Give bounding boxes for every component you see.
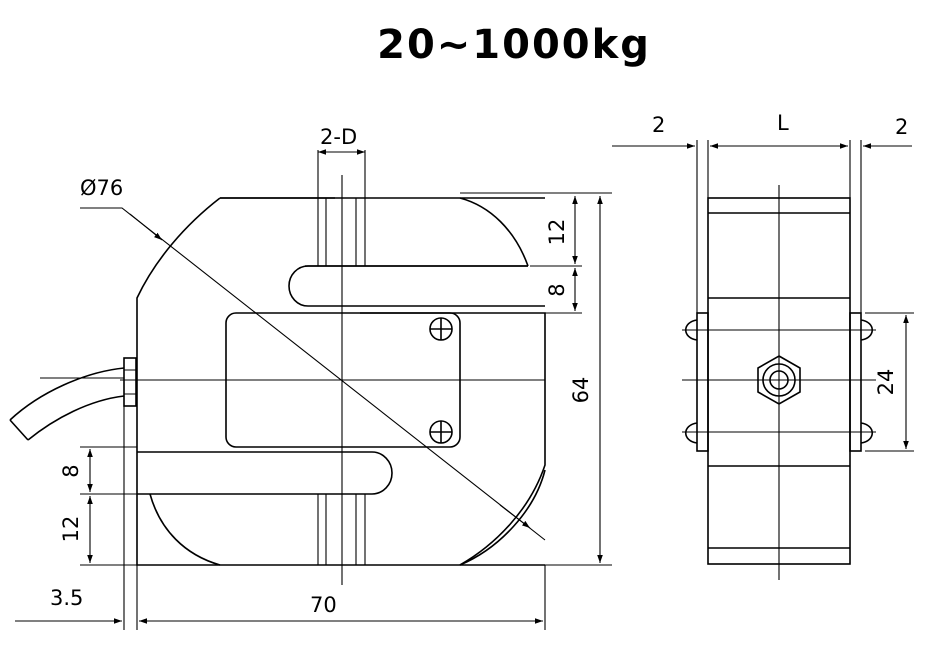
left-plate: [696, 312, 709, 452]
hex-nut-icon: [757, 355, 801, 405]
right-plate: [849, 312, 862, 452]
side-view: L 2 2 24: [612, 111, 914, 580]
diameter-leader: [80, 207, 546, 541]
dim-70: 70: [310, 593, 337, 617]
lower-slot: [137, 451, 393, 495]
sensor-body-outline: [136, 197, 546, 566]
front-view: Ø76 2-D 12 8 64 8 12 3.5: [9, 125, 612, 630]
dim-3-5: 3.5: [50, 586, 83, 610]
bottom-curve-right: [459, 469, 546, 566]
diameter-label: Ø76: [80, 176, 123, 200]
dim-8-top: 8: [545, 283, 569, 296]
dim-2-right: 2: [895, 115, 908, 139]
dim-64: 64: [569, 377, 593, 404]
holes-label: 2-D: [320, 125, 357, 149]
dim-2-left: 2: [652, 113, 665, 137]
upper-hole-lines: [317, 150, 366, 266]
dim-ext-lines-right: [460, 192, 612, 566]
dim-24: 24: [874, 369, 898, 396]
drawing-title: 20~1000kg: [377, 22, 651, 68]
dim-ext-lines-bottom: [123, 406, 546, 630]
cable: [9, 357, 137, 441]
screw-icon: [429, 420, 453, 444]
screw-icon: [429, 317, 453, 341]
dim-12-bottom: 12: [59, 516, 83, 543]
lower-hole-lines: [317, 494, 366, 565]
bottom-curve-left: [149, 493, 221, 566]
dim-ext-lines-left: [80, 446, 137, 566]
dim-8-bottom: 8: [59, 464, 83, 477]
dim-L: L: [777, 111, 789, 135]
dim-12-top: 12: [545, 219, 569, 246]
upper-slot: [288, 265, 545, 307]
